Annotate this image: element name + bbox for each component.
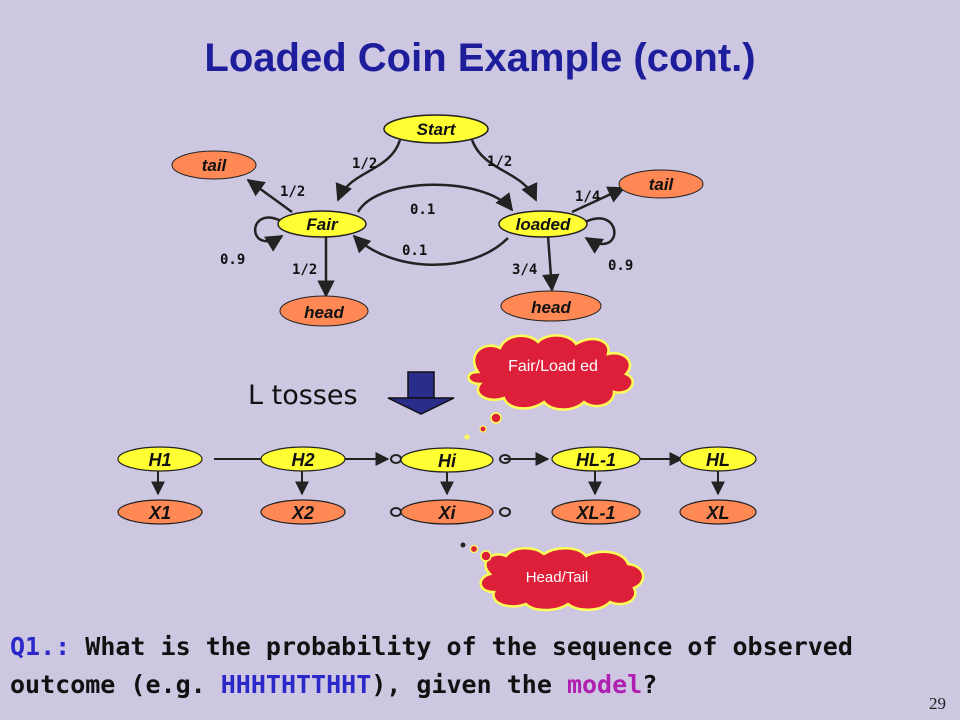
question-end: ? [642, 670, 658, 699]
prob-start-fair: 1/2 [352, 156, 377, 172]
hidden-node-2-label: H2 [291, 450, 314, 470]
prob-loaded-self: 0.9 [608, 258, 633, 274]
question-text: Q1.: What is the probability of the sequ… [10, 628, 940, 704]
prob-loaded-fair: 0.1 [402, 243, 427, 259]
observed-node-l1: XL-1 [551, 499, 641, 525]
observed-node-2: X2 [260, 499, 346, 525]
prob-loaded-head: 3/4 [512, 262, 537, 278]
edge-fair-self [253, 216, 284, 252]
thought-hidden-text: Fair/Load ed [508, 358, 598, 375]
prob-fair-self: 0.9 [220, 252, 245, 268]
prob-fair-loaded: 0.1 [410, 202, 435, 218]
observed-node-i: Xi [400, 499, 494, 525]
prob-start-loaded: 1/2 [487, 154, 512, 170]
down-arrow-icon [387, 371, 455, 415]
state-loaded-label: loaded [516, 215, 571, 234]
edge-fair-tail [246, 178, 293, 214]
state-fair-label: Fair [306, 215, 339, 234]
emission-tail-right-label: tail [649, 175, 675, 194]
hidden-node-l-label: HL [706, 450, 730, 470]
observed-node-1: X1 [117, 499, 203, 525]
edge-start-fair [335, 139, 402, 202]
hidden-node-i-label: Hi [438, 451, 457, 471]
state-fair: Fair [277, 210, 367, 238]
question-prefix: Q1.: [10, 632, 71, 661]
observed-node-i-label: Xi [437, 503, 456, 523]
prob-fair-tail: 1/2 [280, 184, 305, 200]
prob-loaded-tail: 1/4 [575, 189, 600, 205]
hidden-node-i: Hi [400, 447, 494, 473]
hidden-node-l1: HL-1 [551, 446, 641, 472]
thought-observed-text: Head/Tail [525, 569, 589, 586]
emission-tail-right: tail [618, 169, 704, 199]
l-tosses-label: L tosses [248, 380, 358, 411]
question-text-a: What is the probability of the sequence … [10, 632, 853, 699]
edge-loaded-tail [571, 186, 626, 214]
observed-node-1-label: X1 [148, 503, 171, 523]
edge-loaded-self [584, 217, 616, 254]
edge-fair-loaded [356, 183, 514, 213]
emission-head-left: head [279, 295, 369, 327]
edge-loaded-head [542, 235, 560, 292]
prob-fair-head: 1/2 [292, 262, 317, 278]
observed-node-2-label: X2 [291, 503, 314, 523]
hidden-node-l: HL [679, 446, 757, 472]
state-start: Start [383, 114, 489, 144]
question-model: model [566, 670, 643, 699]
emission-head-right-label: head [531, 298, 571, 317]
hidden-node-2: H2 [260, 446, 346, 472]
edge-loaded-fair [352, 234, 509, 266]
slide-title: Loaded Coin Example (cont.) [204, 36, 756, 80]
observed-node-l1-label: XL-1 [575, 503, 615, 523]
state-start-label: Start [417, 120, 457, 139]
hidden-node-1-label: H1 [148, 450, 171, 470]
emission-tail-left-label: tail [202, 156, 228, 175]
emission-head-right: head [500, 290, 602, 322]
observed-node-l-label: XL [705, 503, 729, 523]
hidden-node-1: H1 [117, 446, 203, 472]
hidden-node-l1-label: HL-1 [576, 450, 616, 470]
question-example: HHHTHTTHHT [220, 670, 372, 699]
page-number: 29 [929, 694, 946, 713]
edge-start-loaded [470, 139, 538, 202]
thought-cloud-hidden [464, 334, 634, 440]
emission-head-left-label: head [304, 303, 344, 322]
state-edges [246, 139, 626, 298]
state-loaded: loaded [498, 210, 588, 238]
question-text-b: ), given the [371, 670, 552, 699]
emission-tail-left: tail [171, 150, 257, 180]
observed-node-l: XL [679, 499, 757, 525]
thought-cloud-observed [460, 542, 645, 612]
